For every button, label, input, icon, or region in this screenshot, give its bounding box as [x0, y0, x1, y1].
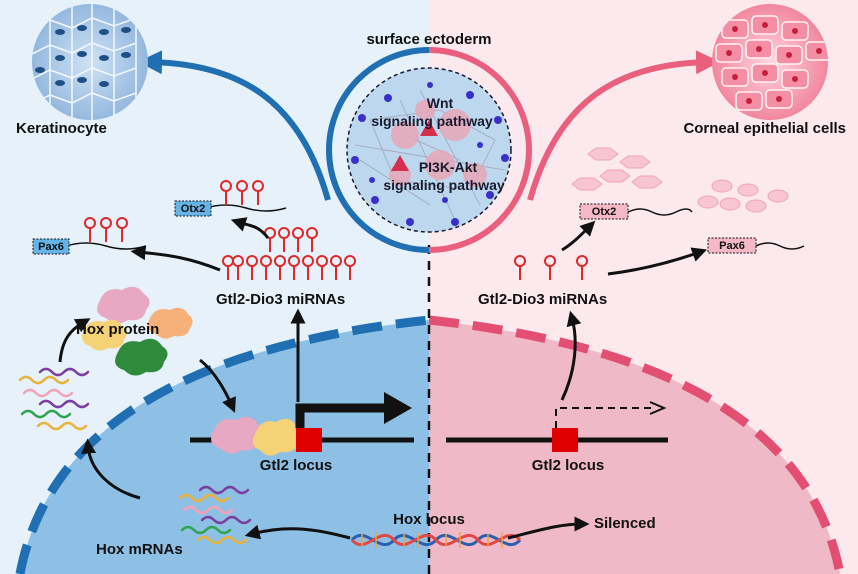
left-gtl2-locus-label: Gtl2 locus — [260, 457, 333, 474]
left-gtl2-locus-marker — [296, 428, 322, 452]
right-weak-arrowhead — [649, 401, 667, 415]
pi3k-label: PI3K-Akt — [419, 159, 478, 175]
left-mirna-label: Gtl2-Dio3 miRNAs — [216, 291, 345, 308]
arrow-to-corneal — [527, 50, 720, 201]
right-weak-transcription-arrow — [555, 407, 652, 428]
corneal-epithelial-label: Corneal epithelial cells — [683, 120, 846, 137]
wnt-pathway-label: signaling pathway — [371, 113, 493, 129]
right-mirna-label: Gtl2-Dio3 miRNAs — [478, 291, 607, 308]
arrow-mirna-to-pax6 — [130, 245, 221, 272]
left-otx2-group — [174, 180, 287, 217]
arrow-protein-to-locus — [199, 358, 236, 413]
center-ring-right — [428, 47, 532, 253]
left-pax6-tag: Pax6 — [38, 241, 64, 253]
right-otx2-tag: Otx2 — [592, 206, 616, 218]
left-otx2-tag: Otx2 — [181, 203, 205, 215]
arrow-mrna-export — [81, 438, 141, 500]
hox-locus-dna-helix — [350, 532, 522, 548]
hox-protein-label: Hox protein — [76, 321, 159, 338]
arrow-hox-locus-to-mrna — [244, 524, 351, 540]
network-triangle-2 — [391, 155, 409, 171]
left-active-transcription-arrow — [295, 403, 388, 428]
left-cell-membrane — [15, 315, 430, 574]
right-pax6-tag: Pax6 — [719, 240, 745, 252]
arrow-right-mirna-to-pax6 — [607, 247, 708, 276]
signaling-network-circle — [346, 67, 512, 233]
network-nodes — [351, 82, 509, 226]
arrow-right-locus-to-mirna — [560, 310, 582, 401]
surface-ectoderm-title: surface ectoderm — [366, 31, 491, 48]
wnt-label: Wnt — [427, 95, 454, 111]
right-cell-region — [429, 320, 840, 574]
keratinocyte-image — [32, 4, 148, 120]
arrow-mrna-to-protein — [58, 318, 91, 363]
network-blobs — [389, 100, 487, 187]
right-otx2-proteins — [571, 147, 663, 191]
pi3k-pathway-label: signaling pathway — [383, 177, 505, 193]
hox-mrna-squiggles-bottom — [178, 485, 252, 545]
arrow-to-keratinocyte — [138, 50, 331, 201]
hox-protein-blobs — [82, 286, 193, 376]
right-pax6-group — [707, 237, 805, 254]
left-active-arrowhead — [384, 392, 412, 424]
arrow-mirna-to-otx2 — [230, 217, 270, 239]
corneal-epithelial-image — [712, 4, 828, 120]
right-cell-membrane — [428, 315, 845, 574]
right-gtl2-locus-label: Gtl2 locus — [532, 457, 605, 474]
silenced-label: Silenced — [594, 515, 656, 532]
keratinocyte-label: Keratinocyte — [16, 120, 107, 137]
arrow-hox-locus-to-silenced — [507, 516, 590, 540]
hox-locus-label: Hox locus — [393, 511, 465, 528]
left-locus-bound-proteins — [211, 416, 302, 456]
right-pax6-proteins — [697, 179, 789, 213]
hox-mrnas-label: Hox mRNAs — [96, 541, 183, 558]
right-otx2-group — [579, 203, 693, 220]
right-gtl2-locus-marker — [552, 428, 578, 452]
arrow-right-mirna-to-otx2 — [561, 220, 596, 252]
hox-mrna-squiggles-top — [18, 367, 90, 431]
network-triangle-1 — [420, 120, 438, 136]
center-ring-left — [326, 47, 430, 253]
